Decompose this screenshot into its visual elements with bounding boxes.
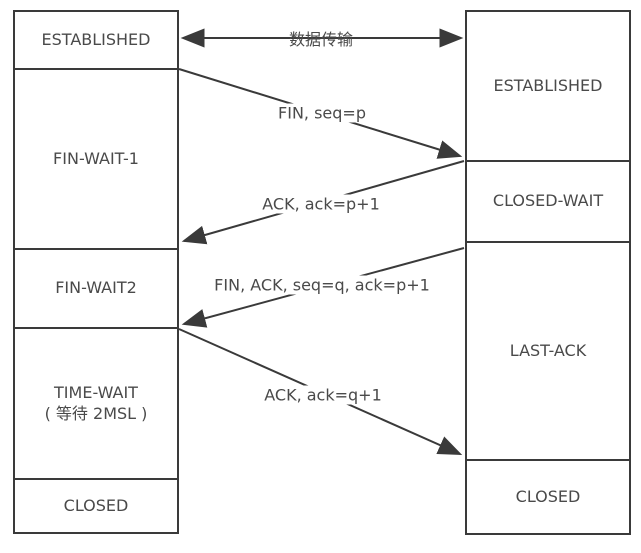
message-label-data-transfer: 数据传输 — [288, 30, 354, 49]
state-label: FIN-WAIT2 — [55, 278, 137, 298]
state-last-ack: LAST-ACK — [467, 243, 629, 461]
state-established-left: ESTABLISHED — [15, 12, 177, 70]
state-label: FIN-WAIT-1 — [53, 148, 139, 168]
state-closed-left: CLOSED — [15, 480, 177, 532]
state-sublabel: ( 等待 2MSL ) — [44, 403, 148, 423]
state-closed-right: CLOSED — [467, 461, 629, 533]
state-label: ESTABLISHED — [41, 29, 151, 49]
state-fin-wait-1: FIN-WAIT-1 — [15, 70, 177, 250]
server-state-column: ESTABLISHED CLOSED-WAIT LAST-ACK CLOSED — [465, 10, 631, 535]
client-state-column: ESTABLISHED FIN-WAIT-1 FIN-WAIT2 TIME-WA… — [13, 10, 179, 534]
message-label-fin-ack-seq-q: FIN, ACK, seq=q, ack=p+1 — [211, 275, 433, 295]
state-fin-wait-2: FIN-WAIT2 — [15, 250, 177, 329]
state-closed-wait: CLOSED-WAIT — [467, 162, 629, 243]
message-label-fin-seq-p: FIN, seq=p — [275, 103, 369, 123]
state-established-right: ESTABLISHED — [467, 12, 629, 162]
state-label: LAST-ACK — [509, 340, 587, 360]
state-label: ESTABLISHED — [493, 75, 603, 95]
state-label: CLOSED — [63, 495, 129, 515]
state-label: CLOSED-WAIT — [492, 191, 604, 211]
message-label-ack-q-plus-1: ACK, ack=q+1 — [261, 385, 385, 405]
state-label: TIME-WAIT — [54, 382, 138, 402]
message-label-ack-p-plus-1: ACK, ack=p+1 — [259, 194, 383, 214]
state-time-wait: TIME-WAIT ( 等待 2MSL ) — [15, 329, 177, 480]
state-label: CLOSED — [515, 486, 581, 506]
